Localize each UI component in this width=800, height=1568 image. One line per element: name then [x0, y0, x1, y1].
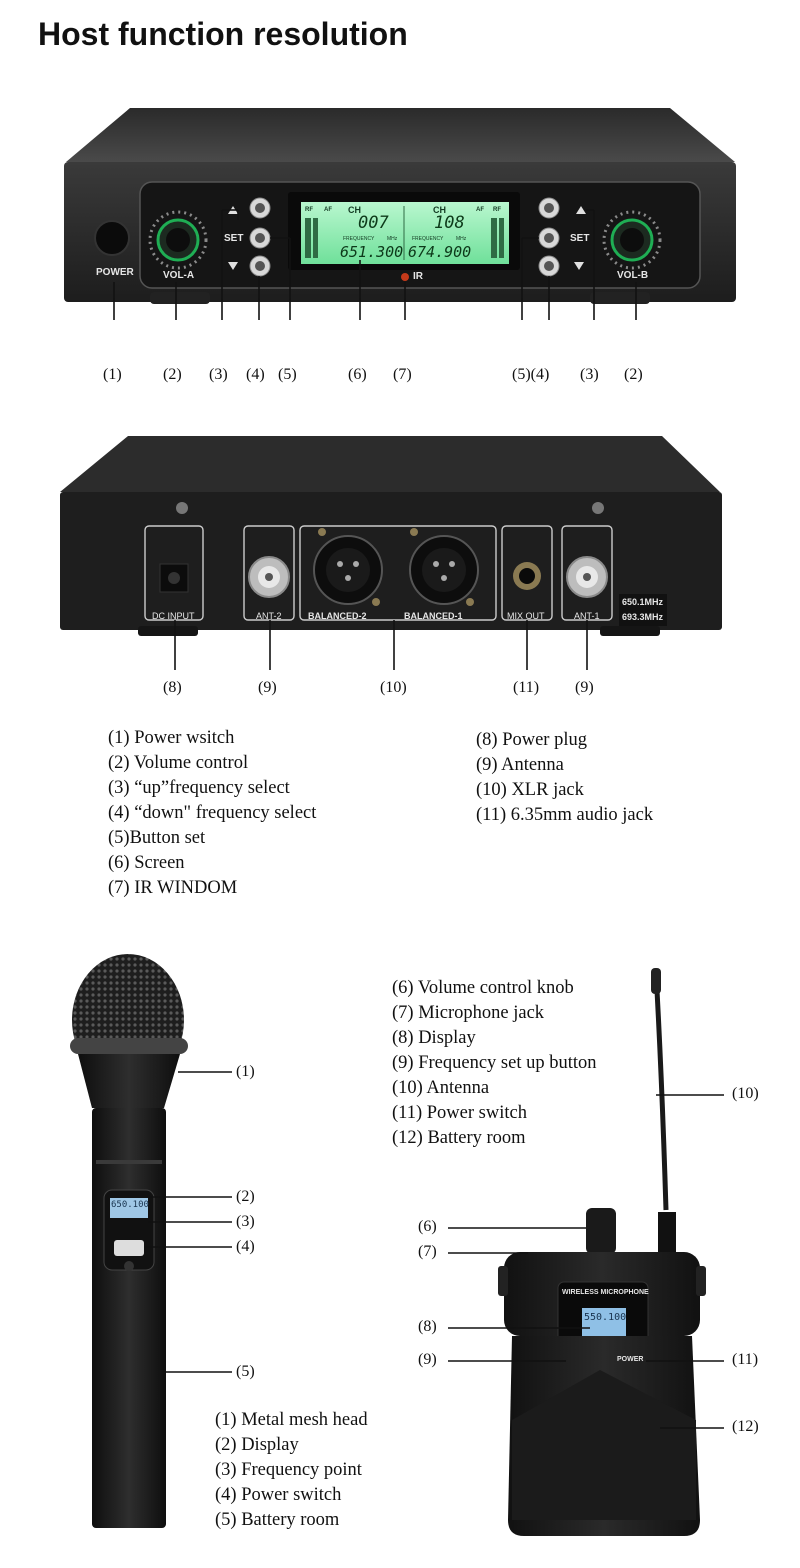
- mic-callout: (4): [236, 1238, 255, 1255]
- front-callout: (2): [163, 366, 182, 383]
- lcd-rf-right: RF: [493, 207, 501, 213]
- front-callout: (6): [348, 366, 367, 383]
- legend-item: (1) Power wsitch: [108, 728, 235, 748]
- handheld-microphone: [70, 954, 232, 1528]
- lcd-freq-caption-left: FREQUENCY: [343, 236, 375, 242]
- lcd-af-right: AF: [476, 207, 484, 213]
- legend-item: (4) Power switch: [215, 1485, 342, 1505]
- ir-label: IR: [413, 271, 423, 282]
- ant2-label: ANT-2: [256, 611, 282, 621]
- lcd-mhz-left: MHz: [387, 236, 398, 242]
- rear-callout: (11): [513, 679, 540, 696]
- bodypack-callout: (8): [418, 1318, 437, 1335]
- front-callout: (7): [393, 366, 412, 383]
- freq-tag-1: 650.1MHz: [622, 597, 664, 607]
- legend-item: (9) Antenna: [476, 755, 564, 775]
- host-legend-left: (1) Power wsitch (2) Volume control (3) …: [108, 726, 316, 901]
- legend-item: (5) Battery room: [215, 1510, 340, 1530]
- power-label: POWER: [96, 267, 134, 278]
- lcd-freq-right: 674.900: [408, 243, 472, 261]
- host-legend-right: (8) Power plug (9) Antenna (10) XLR jack…: [476, 728, 653, 828]
- lcd-af-left: AF: [324, 207, 332, 213]
- mic-callout: (2): [236, 1188, 255, 1205]
- legend-item: (7) IR WINDOM: [108, 878, 238, 898]
- bodypack-lcd-text: 550.100: [584, 1312, 627, 1323]
- vol-a-label: VOL-A: [163, 270, 195, 281]
- bodypack-legend: (6) Volume control knob (7) Microphone j…: [392, 976, 597, 1151]
- lcd-channel-left: 007: [358, 213, 389, 233]
- front-callout: (5)(4): [512, 366, 550, 383]
- lcd-freq-left: 651.300: [340, 243, 404, 261]
- lcd-freq-caption-right: FREQUENCY: [412, 236, 444, 242]
- legend-item: (7) Microphone jack: [392, 1003, 545, 1023]
- front-callout: (3): [580, 366, 599, 383]
- vol-b-label: VOL-B: [617, 270, 649, 281]
- legend-item: (3) Frequency point: [215, 1460, 362, 1480]
- mic-lcd-text: 650.100: [111, 1200, 149, 1210]
- set-label-left: SET: [224, 233, 244, 244]
- legend-item: (8) Power plug: [476, 730, 587, 750]
- front-callout: (3): [209, 366, 228, 383]
- lcd-ch-left: CH: [348, 205, 361, 215]
- bodypack-transmitter: [448, 968, 724, 1536]
- legend-item: (3) “up”frequency select: [108, 778, 290, 798]
- bodypack-antenna: [653, 971, 669, 1211]
- ant1-label: ANT-1: [574, 611, 600, 621]
- mic-callout: (5): [236, 1363, 255, 1380]
- mic-callout: (3): [236, 1213, 255, 1230]
- bodypack-volume-knob: [586, 1208, 616, 1254]
- legend-item: (2) Display: [215, 1435, 299, 1455]
- lcd-channel-right: 108: [434, 213, 465, 233]
- legend-item: (11) 6.35mm audio jack: [476, 805, 654, 825]
- legend-item: (11) Power switch: [392, 1103, 527, 1123]
- legend-item: (1) Metal mesh head: [215, 1410, 368, 1430]
- legend-item: (5)Button set: [108, 828, 206, 848]
- rear-callout: (8): [163, 679, 182, 696]
- mic-lcd: [110, 1198, 148, 1218]
- rear-callout: (9): [258, 679, 277, 696]
- legend-item: (10) XLR jack: [476, 780, 584, 800]
- mic-legend: (1) Metal mesh head (2) Display (3) Freq…: [215, 1408, 368, 1533]
- bodypack-callout: (6): [418, 1218, 437, 1235]
- lcd-rf-left: RF: [305, 207, 313, 213]
- legend-item: (12) Battery room: [392, 1128, 526, 1148]
- bodypack-callout: (10): [732, 1085, 759, 1102]
- legend-item: (6) Volume control knob: [392, 978, 574, 998]
- ir-window: [401, 273, 409, 281]
- bodypack-brand-label: WIRELESS MICROPHONE: [562, 1289, 649, 1296]
- receiver-rear-panel: [60, 436, 722, 670]
- balanced1-label: BALANCED-1: [404, 611, 463, 621]
- page-title: Host function resolution: [38, 16, 408, 52]
- bodypack-callout: (7): [418, 1243, 437, 1260]
- front-callout: (4): [246, 366, 265, 383]
- legend-item: (8) Display: [392, 1028, 476, 1048]
- balanced2-label: BALANCED-2: [308, 611, 367, 621]
- lcd-ch-right: CH: [433, 205, 446, 215]
- lcd-mhz-right: MHz: [456, 236, 467, 242]
- front-lcd: [301, 202, 509, 264]
- legend-item: (10) Antenna: [392, 1078, 490, 1098]
- front-callout: (1): [103, 366, 122, 383]
- freq-tag-2: 693.3MHz: [622, 612, 664, 622]
- front-callout: (2): [624, 366, 643, 383]
- receiver-front-panel: [64, 108, 736, 320]
- power-button-graphic: [94, 220, 130, 256]
- mic-callout: (1): [236, 1063, 255, 1080]
- bodypack-callout: (9): [418, 1351, 437, 1368]
- front-callout: (5): [278, 366, 297, 383]
- set-label-right: SET: [570, 233, 590, 244]
- mix-out-label: MIX OUT: [507, 611, 545, 621]
- bodypack-power-label: POWER: [617, 1356, 644, 1363]
- legend-item: (6) Screen: [108, 853, 185, 873]
- bodypack-lcd: [582, 1308, 626, 1340]
- legend-item: (4) “down" frequency select: [108, 803, 317, 823]
- legend-item: (9) Frequency set up button: [392, 1053, 597, 1073]
- rear-callout: (9): [575, 679, 594, 696]
- bodypack-callout: (12): [732, 1418, 759, 1435]
- dc-input-label: DC INPUT: [152, 611, 195, 621]
- legend-item: (2) Volume control: [108, 753, 249, 773]
- bodypack-callout: (11): [732, 1351, 759, 1368]
- rear-callout: (10): [380, 679, 407, 696]
